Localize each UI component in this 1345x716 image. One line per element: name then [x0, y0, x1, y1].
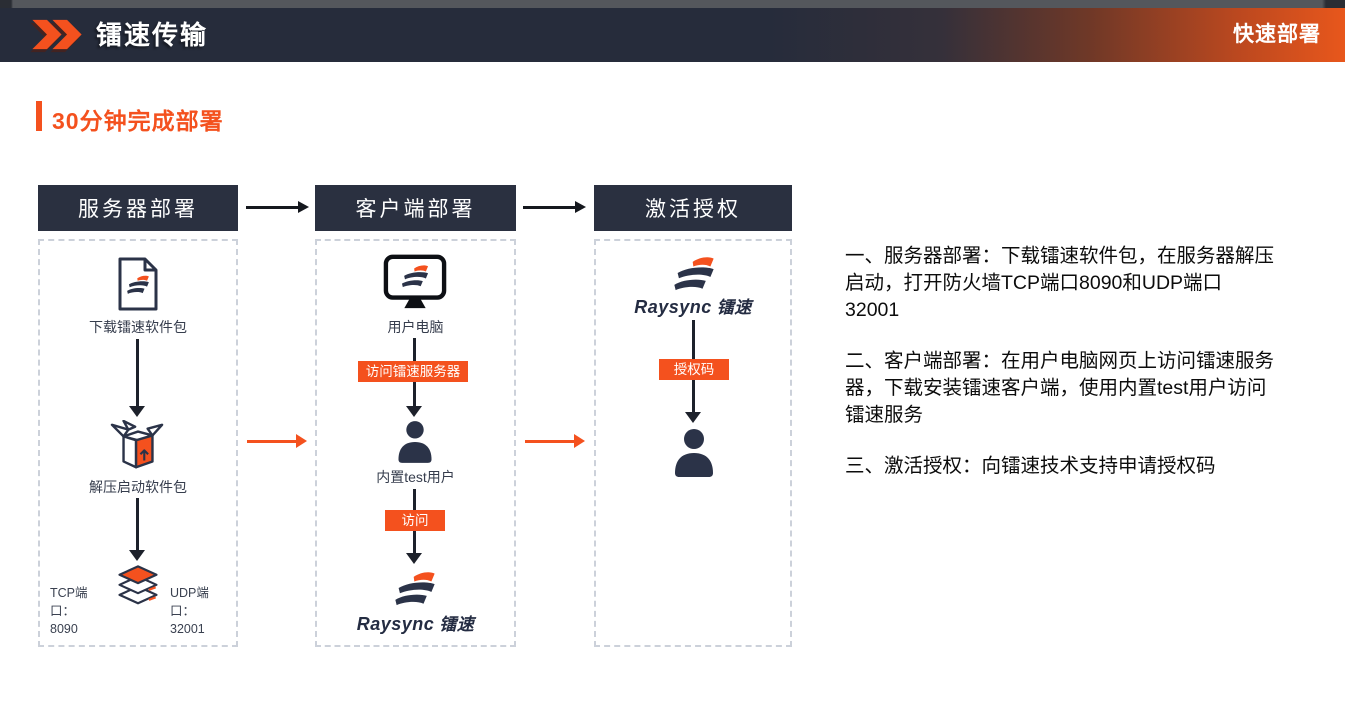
- tcp-port-label: TCP端口： 8090: [50, 586, 88, 636]
- udp-port-label: UDP端口： 32001: [170, 586, 209, 636]
- page-title: 镭速传输: [96, 20, 209, 50]
- step-label-user-pc: 用户电脑: [387, 319, 444, 335]
- section-heading: 30分钟完成部署: [52, 108, 224, 134]
- section-heading-bar: [36, 101, 42, 131]
- raysync-logo-icon: [395, 572, 435, 606]
- monitor-icon: [383, 254, 447, 309]
- column-header-client: 客户端部署: [315, 185, 516, 231]
- step-label-test-user: 内置test用户: [376, 469, 455, 485]
- open-box-icon: [110, 420, 164, 469]
- badge-license-code: 授权码: [659, 359, 729, 380]
- header-corner-label: 快速部署: [1233, 23, 1321, 46]
- layers-icon: [118, 565, 158, 605]
- raysync-logo-icon: [674, 257, 714, 291]
- column-header-activate: 激活授权: [594, 185, 792, 231]
- step-label-unzip: 解压启动软件包: [89, 479, 187, 495]
- step-label-download: 下载镭速软件包: [89, 319, 187, 335]
- column-header-server: 服务器部署: [38, 185, 238, 231]
- window-top-strip: [0, 0, 1345, 8]
- badge-access-server: 访问镭速服务器: [358, 361, 468, 382]
- header-bar: [0, 8, 1345, 62]
- user-icon: [398, 421, 432, 463]
- user-icon: [675, 429, 713, 477]
- document-icon: [118, 257, 158, 311]
- badge-access: 访问: [385, 510, 445, 531]
- deployment-notes: 一、服务器部署：下载镭速软件包，在服务器解压启动，打开防火墙TCP端口8090和…: [845, 243, 1275, 504]
- note-server-deploy: 一、服务器部署：下载镭速软件包，在服务器解压启动，打开防火墙TCP端口8090和…: [845, 245, 1275, 321]
- note-activate: 三、激活授权：向镭速技术支持申请授权码: [845, 455, 1216, 477]
- note-client-deploy: 二、客户端部署：在用户电脑网页上访问镭速服务器，下载安装镭速客户端，使用内置te…: [845, 350, 1275, 426]
- double-chevron-icon: [32, 19, 82, 50]
